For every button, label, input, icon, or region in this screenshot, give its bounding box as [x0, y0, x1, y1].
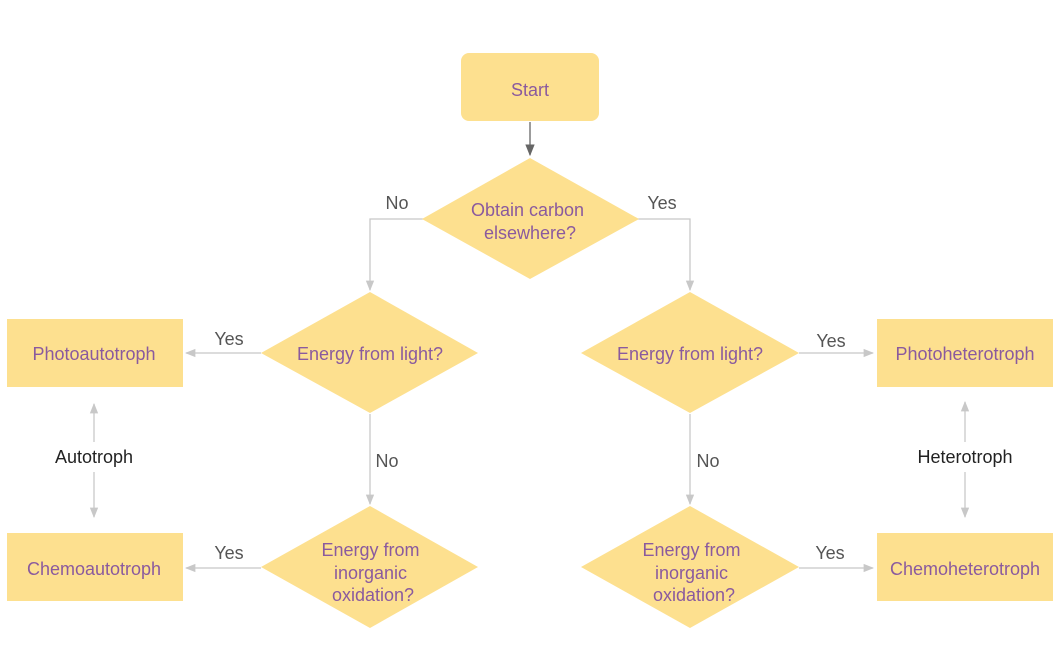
decision-obtain-carbon: Obtain carbon elsewhere?	[422, 158, 639, 279]
edge-label-light-left-yes: Yes	[214, 329, 243, 349]
photoheterotroph-label: Photoheterotroph	[895, 344, 1034, 364]
decision-inorganic-left-line-2: inorganic	[334, 563, 407, 583]
decision-inorganic-left-line-3: oxidation?	[332, 585, 414, 605]
arrow-carbon-yes	[637, 218, 695, 292]
svg-text:Energy from inorganic: Energy from inorganic oxidation?	[321, 540, 424, 605]
start-node: Start	[461, 53, 599, 121]
group-label-autotroph: Autotroph	[55, 447, 133, 467]
svg-text:Energy from inorganic: Energy from inorganic oxidation?	[642, 540, 745, 605]
decision-inorganic-right-line-2: inorganic	[655, 563, 728, 583]
edge-label-carbon-yes: Yes	[647, 193, 676, 213]
edge-label-light-left-no: No	[375, 451, 398, 471]
decision-inorganic-left: Energy from inorganic oxidation?	[261, 506, 478, 628]
edge-label-carbon-no: No	[385, 193, 408, 213]
decision-light-right-label: Energy from light?	[617, 344, 763, 364]
edge-label-light-right-yes: Yes	[816, 331, 845, 351]
outcome-photoheterotroph: Photoheterotroph	[877, 319, 1053, 387]
edge-label-inorg-right-yes: Yes	[815, 543, 844, 563]
decision-inorganic-right: Energy from inorganic oxidation?	[581, 506, 799, 628]
arrow-carbon-no	[365, 218, 424, 292]
start-label: Start	[511, 80, 549, 100]
decision-light-right: Energy from light?	[581, 292, 799, 413]
edge-label-inorg-left-yes: Yes	[214, 543, 243, 563]
connectors	[89, 122, 970, 573]
decision-inorganic-left-line-1: Energy from	[321, 540, 419, 560]
svg-text:Obtain carbon elsewhere?: Obtain carbon elsewhere?	[471, 200, 589, 243]
outcome-photoautotroph: Photoautotroph	[7, 319, 183, 387]
chemoautotroph-label: Chemoautotroph	[27, 559, 161, 579]
decision-inorganic-right-line-3: oxidation?	[653, 585, 735, 605]
chemoheterotroph-label: Chemoheterotroph	[890, 559, 1040, 579]
decision-inorganic-right-line-1: Energy from	[642, 540, 740, 560]
group-label-heterotroph: Heterotroph	[917, 447, 1012, 467]
decision-obtain-carbon-line-2: elsewhere?	[484, 223, 576, 243]
decision-light-left: Energy from light?	[261, 292, 478, 413]
decision-light-left-label: Energy from light?	[297, 344, 443, 364]
decision-obtain-carbon-line-1: Obtain carbon	[471, 200, 584, 220]
edge-label-light-right-no: No	[696, 451, 719, 471]
outcome-chemoautotroph: Chemoautotroph	[7, 533, 183, 601]
outcome-chemoheterotroph: Chemoheterotroph	[877, 533, 1053, 601]
photoautotroph-label: Photoautotroph	[32, 344, 155, 364]
